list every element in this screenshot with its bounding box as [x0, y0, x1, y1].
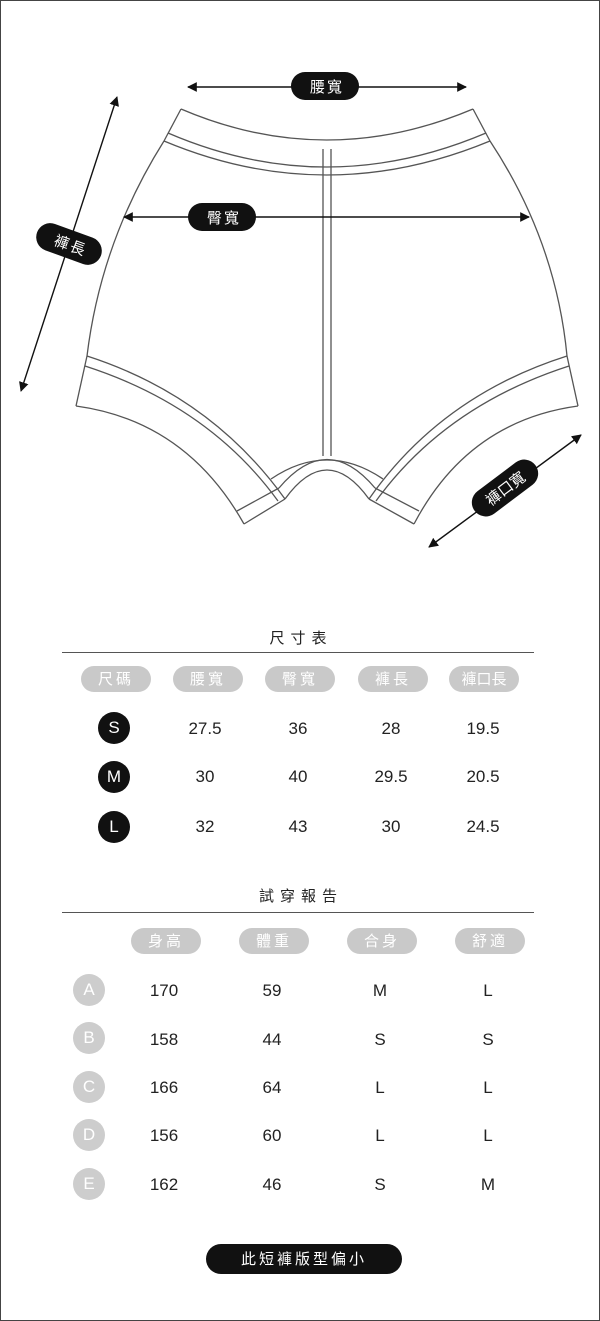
shorts-outline	[75, 108, 579, 525]
size-m-length: 29.5	[374, 767, 408, 786]
shorts-diagram: 腰寬 臀寬 褲長 褲口寬	[19, 72, 582, 548]
tester-b-height: 158	[149, 1030, 179, 1049]
fit-header-weight: 體重	[239, 928, 309, 954]
tester-c-weight: 64	[262, 1078, 282, 1097]
svg-text:腰寬: 腰寬	[310, 78, 344, 96]
size-badge-l: L	[98, 811, 130, 843]
size-badge-m: M	[98, 761, 130, 793]
fit-report-title: 試穿報告	[258, 887, 343, 905]
fit-note-badge: 此短褲版型偏小	[206, 1244, 402, 1274]
tester-b-weight: 44	[262, 1030, 282, 1049]
length-label: 褲長	[36, 223, 102, 265]
size-l-length: 30	[381, 817, 401, 836]
size-chart-rule	[62, 652, 534, 653]
tester-badge-b: B	[73, 1022, 105, 1054]
svg-text:臀寬: 臀寬	[207, 209, 241, 227]
size-s-waist: 27.5	[188, 719, 222, 738]
tester-badge-a: A	[73, 974, 105, 1006]
tester-d-fit: L	[375, 1126, 385, 1145]
size-header-size: 尺碼	[81, 666, 151, 692]
size-header-waist: 腰寬	[173, 666, 243, 692]
tester-b-fit: S	[374, 1030, 386, 1049]
size-badge-s: S	[98, 712, 130, 744]
size-s-hip: 36	[288, 719, 308, 738]
tester-d-comfort: L	[483, 1126, 493, 1145]
tester-c-height: 166	[149, 1078, 179, 1097]
tester-a-height: 170	[149, 981, 179, 1000]
tester-badge-e: E	[73, 1168, 105, 1200]
size-m-hip: 40	[288, 767, 308, 786]
tester-d-height: 156	[149, 1126, 179, 1145]
waist-label: 腰寬	[291, 72, 359, 100]
size-s-length: 28	[381, 719, 401, 738]
size-l-hip: 43	[288, 817, 308, 836]
hip-label: 臀寬	[188, 203, 256, 231]
tester-b-comfort: S	[482, 1030, 494, 1049]
tester-c-comfort: L	[483, 1078, 493, 1097]
leg-opening-label: 褲口寬	[471, 459, 539, 517]
fit-header-fit: 合身	[347, 928, 417, 954]
size-header-hip: 臀寬	[265, 666, 335, 692]
size-header-leg-opening: 褲口長	[449, 666, 519, 692]
size-l-waist: 32	[195, 817, 215, 836]
fit-report-rule	[62, 912, 534, 913]
fit-header-comfort: 舒適	[455, 928, 525, 954]
tester-a-fit: M	[372, 981, 388, 1000]
size-chart-title: 尺寸表	[269, 629, 333, 647]
size-m-waist: 30	[195, 767, 215, 786]
tester-e-comfort: M	[480, 1175, 496, 1194]
fit-header-height: 身高	[131, 928, 201, 954]
tester-a-comfort: L	[483, 981, 493, 1000]
tester-c-fit: L	[375, 1078, 385, 1097]
tester-d-weight: 60	[262, 1126, 282, 1145]
size-l-leg-opening: 24.5	[466, 817, 500, 836]
tester-a-weight: 59	[262, 981, 282, 1000]
tester-badge-c: C	[73, 1071, 105, 1103]
tester-e-weight: 46	[262, 1175, 282, 1194]
tester-e-height: 162	[149, 1175, 179, 1194]
size-s-leg-opening: 19.5	[466, 719, 500, 738]
size-header-length: 褲長	[358, 666, 428, 692]
tester-e-fit: S	[374, 1175, 386, 1194]
size-m-leg-opening: 20.5	[466, 767, 500, 786]
tester-badge-d: D	[73, 1119, 105, 1151]
